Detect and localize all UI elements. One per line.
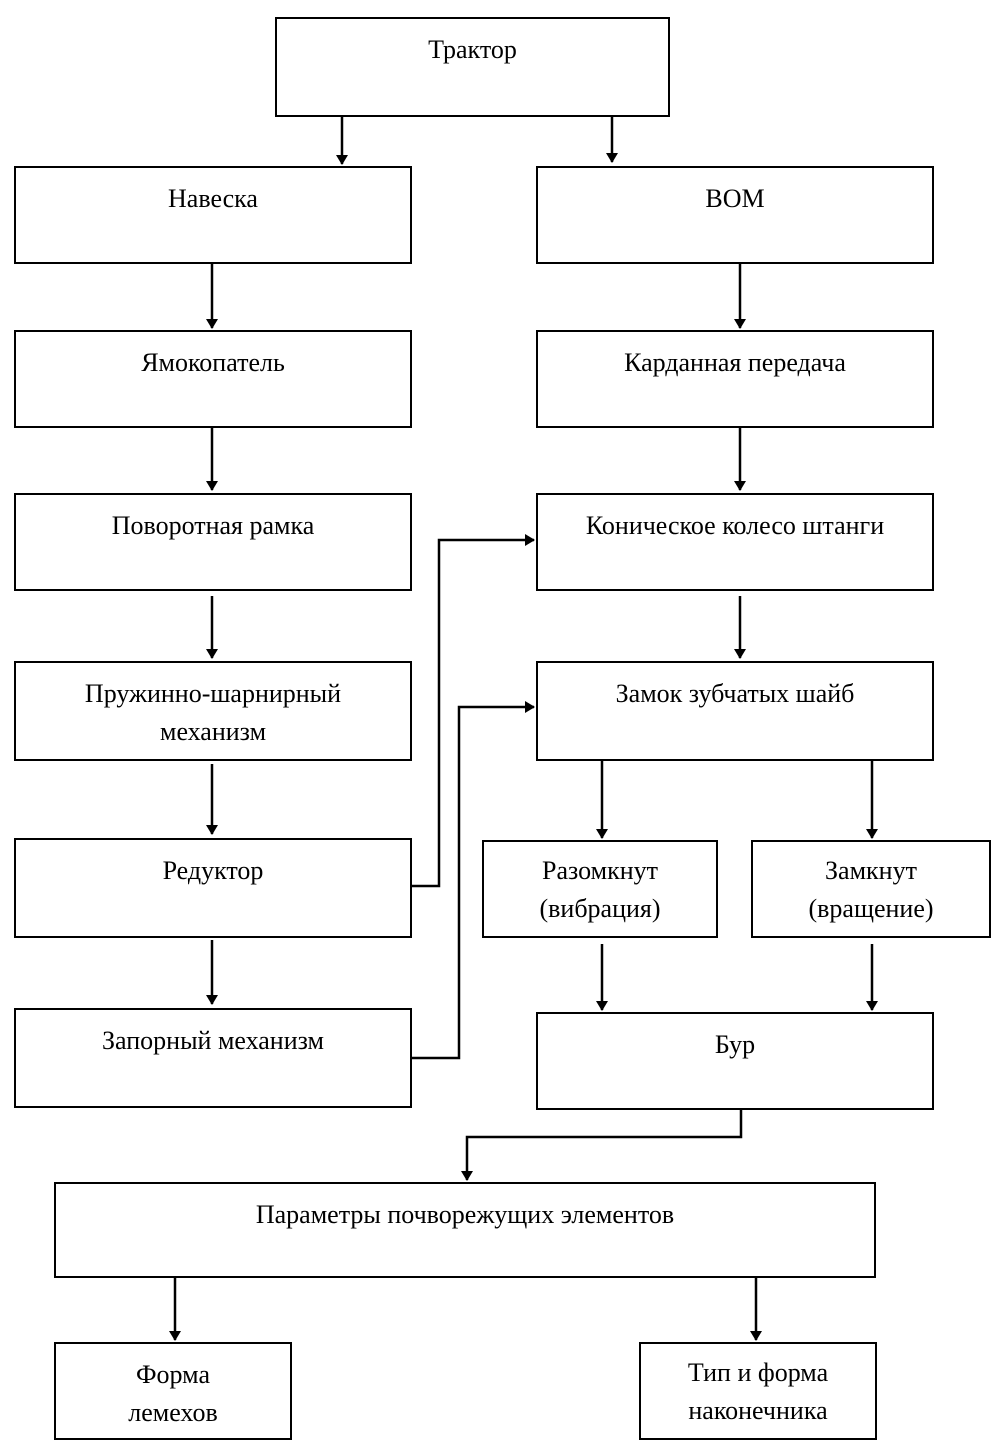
node-label: Навеска bbox=[168, 184, 258, 213]
arrow-bur-parametry bbox=[461, 1110, 743, 1181]
node-tractor: Трактор bbox=[275, 17, 670, 117]
arrow-zapornyi-zamok bbox=[412, 701, 535, 1060]
node-label-line2: механизм bbox=[159, 717, 267, 746]
node-label: Карданная передача bbox=[624, 348, 846, 377]
node-povorotnaya: Поворотная рамка bbox=[14, 493, 412, 591]
node-reduktor: Редуктор bbox=[14, 838, 412, 938]
node-forma: Форма лемехов bbox=[54, 1342, 292, 1440]
node-zapornyi: Запорный механизм bbox=[14, 1008, 412, 1108]
node-label: ВОМ bbox=[705, 184, 765, 213]
node-label-line2: наконечника bbox=[688, 1396, 828, 1425]
node-label: Бур bbox=[714, 1030, 756, 1059]
node-bur: Бур bbox=[536, 1012, 934, 1110]
node-tip: Тип и форма наконечника bbox=[639, 1342, 877, 1440]
node-label: Трактор bbox=[428, 35, 517, 64]
node-label: Запорный механизм bbox=[102, 1026, 324, 1055]
node-zamknut: Замкнут (вращение) bbox=[751, 840, 991, 938]
node-label: Редуктор bbox=[162, 856, 264, 885]
node-kardan: Карданная передача bbox=[536, 330, 934, 428]
node-razomknut: Разомкнут (вибрация) bbox=[482, 840, 718, 938]
node-label: Коническое колесо штанги bbox=[585, 511, 885, 540]
node-label-line1: Форма bbox=[136, 1360, 210, 1389]
node-label: Поворотная рамка bbox=[111, 511, 315, 540]
node-label: Замок зубчатых шайб bbox=[615, 679, 855, 708]
node-label: Ямокопатель bbox=[141, 348, 285, 377]
node-yamokopatel: Ямокопатель bbox=[14, 330, 412, 428]
node-label-line1: Тип и форма bbox=[687, 1358, 829, 1387]
node-zamok: Замок зубчатых шайб bbox=[536, 661, 934, 761]
node-label-line1: Пружинно-шарнирный bbox=[84, 679, 342, 708]
node-pruzhinno: Пружинно-шарнирный механизм bbox=[14, 661, 412, 761]
node-label-line1: Разомкнут bbox=[542, 856, 658, 885]
node-label-line1: Замкнут bbox=[825, 856, 917, 885]
node-label-line2: лемехов bbox=[128, 1398, 218, 1427]
node-naveska: Навеска bbox=[14, 166, 412, 264]
node-label: Параметры почворежущих элементов bbox=[255, 1200, 675, 1229]
node-parametry: Параметры почворежущих элементов bbox=[54, 1182, 876, 1278]
arrow-reduktor-konicheskoe bbox=[412, 534, 535, 888]
node-label-line2: (вибрация) bbox=[539, 894, 661, 923]
node-konicheskoe: Коническое колесо штанги bbox=[536, 493, 934, 591]
node-vom: ВОМ bbox=[536, 166, 934, 264]
node-label-line2: (вращение) bbox=[808, 894, 934, 923]
